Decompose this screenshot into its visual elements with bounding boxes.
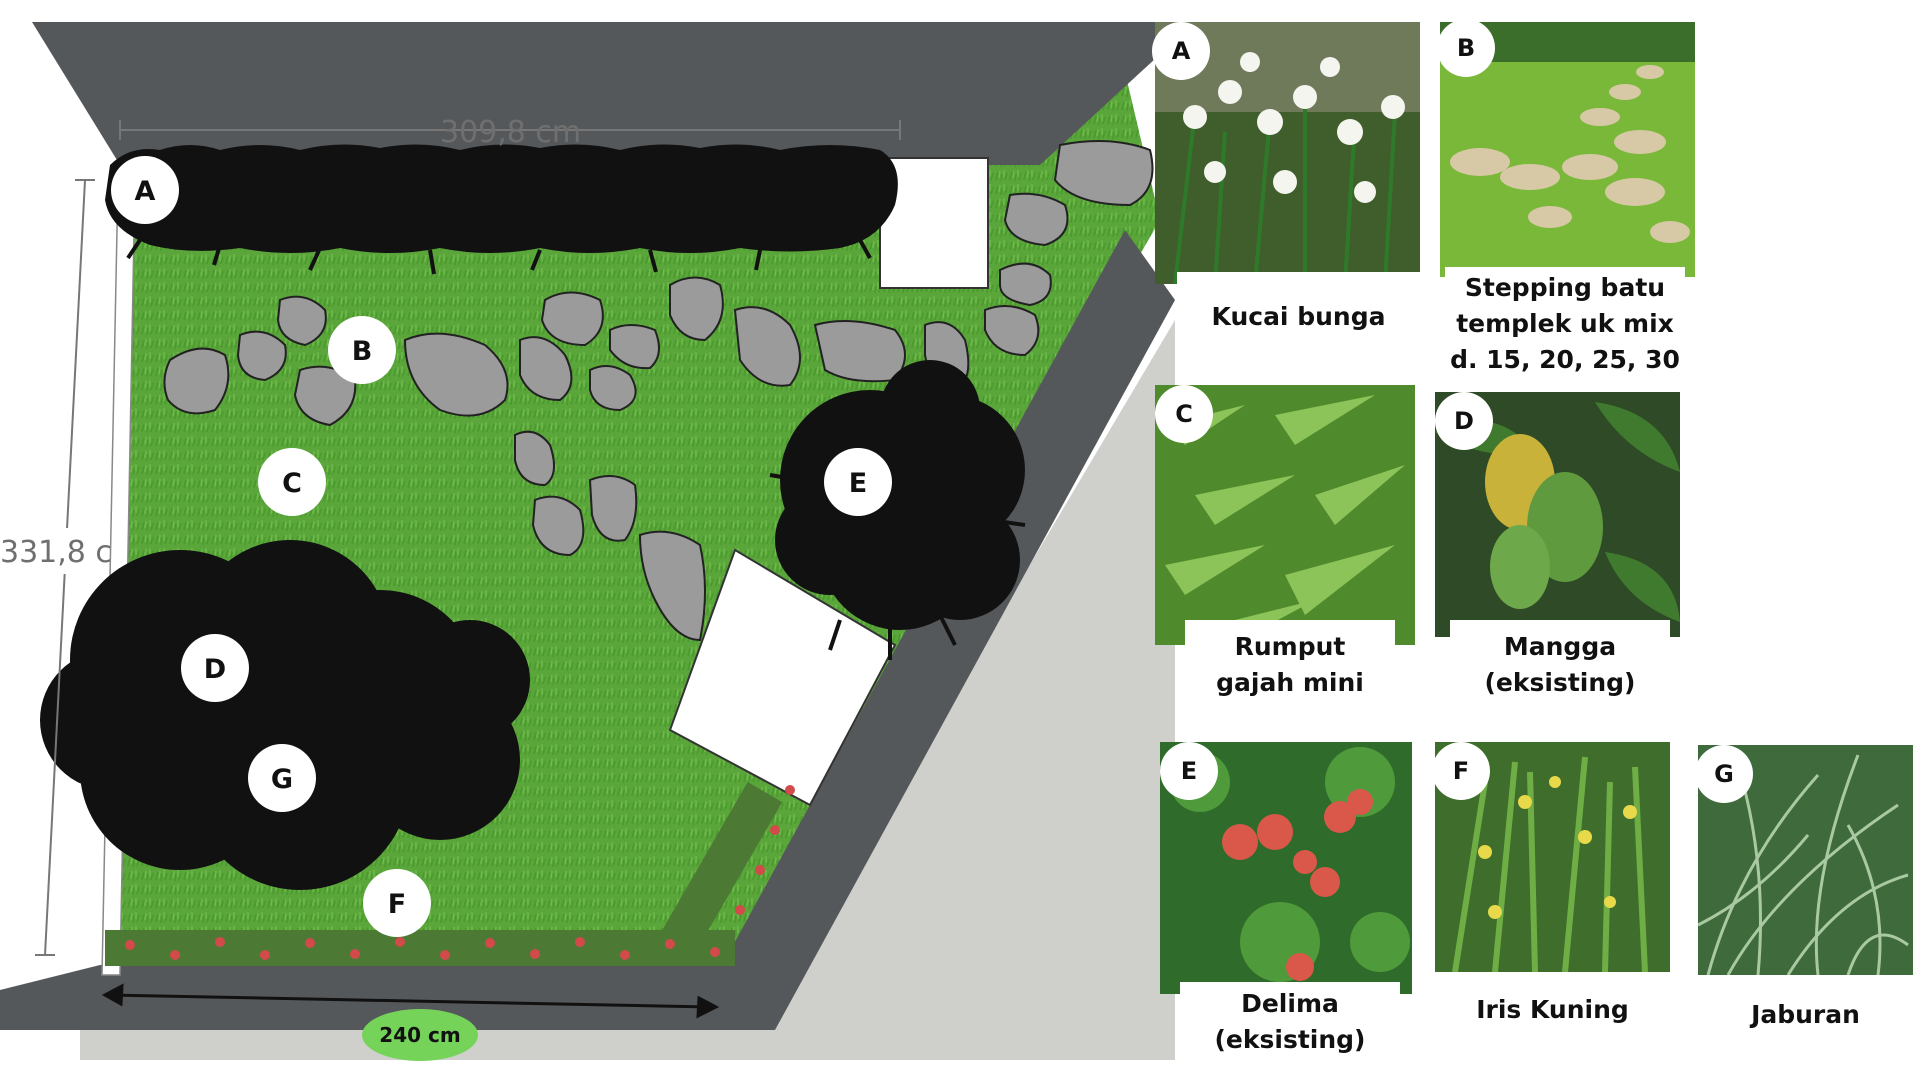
legend-badge-g: G — [1695, 745, 1753, 803]
legend-card-delima: E Delima (eksisting) — [1160, 742, 1415, 1062]
legend-badge-c: C — [1155, 385, 1213, 443]
plan-marker-a: A — [111, 156, 179, 224]
plan-marker-f: F — [363, 869, 431, 937]
legend-card-rumput-gajah-mini: C Rumput gajah mini — [1155, 385, 1415, 710]
legend-card-kucai-bunga: A Kucai bunga — [1152, 22, 1420, 362]
dimension-left-label: 331,8 c — [0, 535, 112, 570]
dimension-top-label: 309,8 cm — [440, 115, 581, 150]
svg-text:D: D — [204, 654, 226, 685]
planter-box-top — [879, 157, 989, 289]
plan-marker-b: B — [328, 316, 396, 384]
legend-card-stepping-batu: B Stepping batu templek uk mix d. 15, 20… — [1437, 19, 1695, 380]
plan-marker-d: D — [181, 634, 249, 702]
legend-badge-f: F — [1432, 742, 1490, 800]
svg-text:F: F — [388, 889, 406, 920]
legend-badge-d: D — [1435, 392, 1493, 450]
garden-plan: 309,8 cm 331,8 c 240 cm A B C D E F G — [0, 22, 1180, 1061]
legend-badge-a: A — [1152, 22, 1210, 80]
legend-caption-rumput-gajah-mini: Rumput gajah mini — [1185, 620, 1395, 710]
svg-text:E: E — [849, 468, 867, 499]
legend-card-iris-kuning: F Iris Kuning — [1432, 742, 1675, 1047]
legend-caption-stepping-batu: Stepping batu templek uk mix d. 15, 20, … — [1445, 267, 1685, 380]
svg-text:A: A — [135, 176, 156, 207]
legend-card-mangga: D Mangga (eksisting) — [1435, 392, 1685, 710]
wall-right — [725, 230, 1175, 1030]
legend-badge-e: E — [1160, 742, 1218, 800]
svg-text:B: B — [352, 336, 373, 367]
dimension-bottom-arrow — [101, 983, 720, 1019]
plan-marker-c: C — [258, 448, 326, 516]
legend-caption-kucai-bunga: Kucai bunga — [1177, 272, 1420, 362]
legend-caption-mangga: Mangga (eksisting) — [1450, 620, 1670, 710]
legend-caption-delima: Delima (eksisting) — [1180, 982, 1400, 1062]
svg-text:G: G — [271, 764, 293, 795]
legend-card-jaburan: G Jaburan — [1695, 745, 1916, 1050]
photo-delima — [1160, 742, 1412, 994]
mango-tree-silhouette — [40, 540, 530, 890]
iris-border — [105, 782, 795, 966]
photo-rumput-gajah-mini — [1155, 385, 1415, 645]
planter-box-lower — [668, 548, 897, 807]
plan-marker-g: G — [248, 744, 316, 812]
wall-bottom — [0, 965, 775, 1030]
paved-floor — [80, 320, 1175, 1060]
legend-badge-b: B — [1437, 19, 1495, 77]
svg-text:C: C — [282, 468, 302, 499]
dimension-bottom-label: 240 cm — [379, 1023, 460, 1047]
legend-caption-iris-kuning: Iris Kuning — [1435, 982, 1670, 1037]
dimension-bottom-pill — [362, 1009, 478, 1061]
kucai-hedge-silhouette — [105, 144, 898, 275]
plan-marker-e: E — [824, 448, 892, 516]
legend-caption-jaburan: Jaburan — [1698, 987, 1913, 1042]
wall-top — [32, 22, 1180, 165]
